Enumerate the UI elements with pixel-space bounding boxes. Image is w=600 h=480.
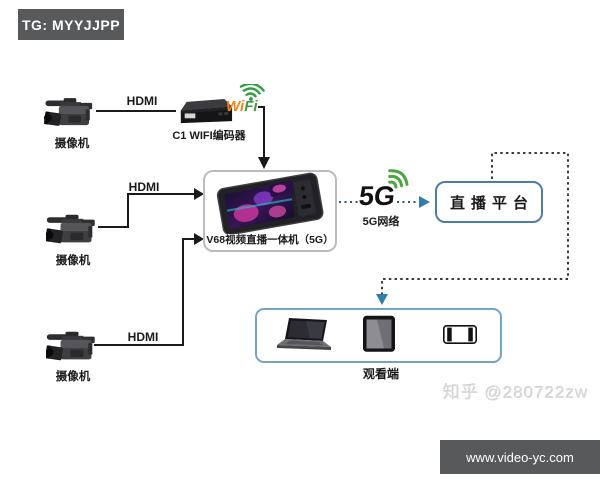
- hdmi-label-2: HDMI: [128, 180, 160, 194]
- camera-1-label: 摄像机: [54, 138, 90, 150]
- live-platform-label: 直播平台: [449, 194, 534, 212]
- v68-device-label: V68视频直播一体机（5G）: [206, 234, 334, 246]
- viewer-label: 观看端: [362, 367, 399, 381]
- laptop-icon: [277, 318, 331, 350]
- wifi-signal-icon: [239, 84, 265, 101]
- wifi-to-v68-arrowhead: [258, 157, 270, 169]
- 5g-signal-icon: [388, 169, 409, 189]
- platform-to-viewer-arrowhead: [376, 294, 388, 305]
- 5g-network-label: 5G网络: [362, 216, 400, 228]
- watermark-text: 知乎 @280722zw: [443, 383, 589, 402]
- footer-url-bar: www.video-yc.com: [440, 440, 600, 474]
- wifi-text-wi: Wi: [226, 98, 245, 115]
- live-platform-box: 直播平台: [435, 181, 543, 223]
- camera-2-label: 摄像机: [55, 255, 91, 267]
- encoder-device-image: [180, 98, 233, 124]
- hdmi-label-1: HDMI: [126, 94, 158, 108]
- camcorder-icon: [46, 214, 95, 244]
- wifi-text-fi: Fi: [244, 98, 258, 115]
- tg-badge: TG: MYYJJPP: [18, 9, 124, 40]
- tablet-icon: [363, 315, 395, 352]
- smartphone-icon: [443, 325, 477, 344]
- camcorder-icon: [44, 98, 93, 126]
- hdmi-label-3: HDMI: [127, 330, 159, 344]
- 5g-logo-text: 5G: [357, 181, 397, 211]
- camera-3-label: 摄像机: [55, 371, 91, 383]
- 5g-to-platform-arrowhead: [419, 196, 430, 208]
- camcorder-icon: [46, 331, 95, 361]
- wifi-logo-text: WiFi: [226, 99, 258, 114]
- v68-device-image: [216, 172, 324, 234]
- hdmi-line-2: [98, 193, 194, 228]
- encoder-label: C1 WIFI编码器: [172, 130, 246, 142]
- wifi-to-v68-line: [258, 106, 265, 158]
